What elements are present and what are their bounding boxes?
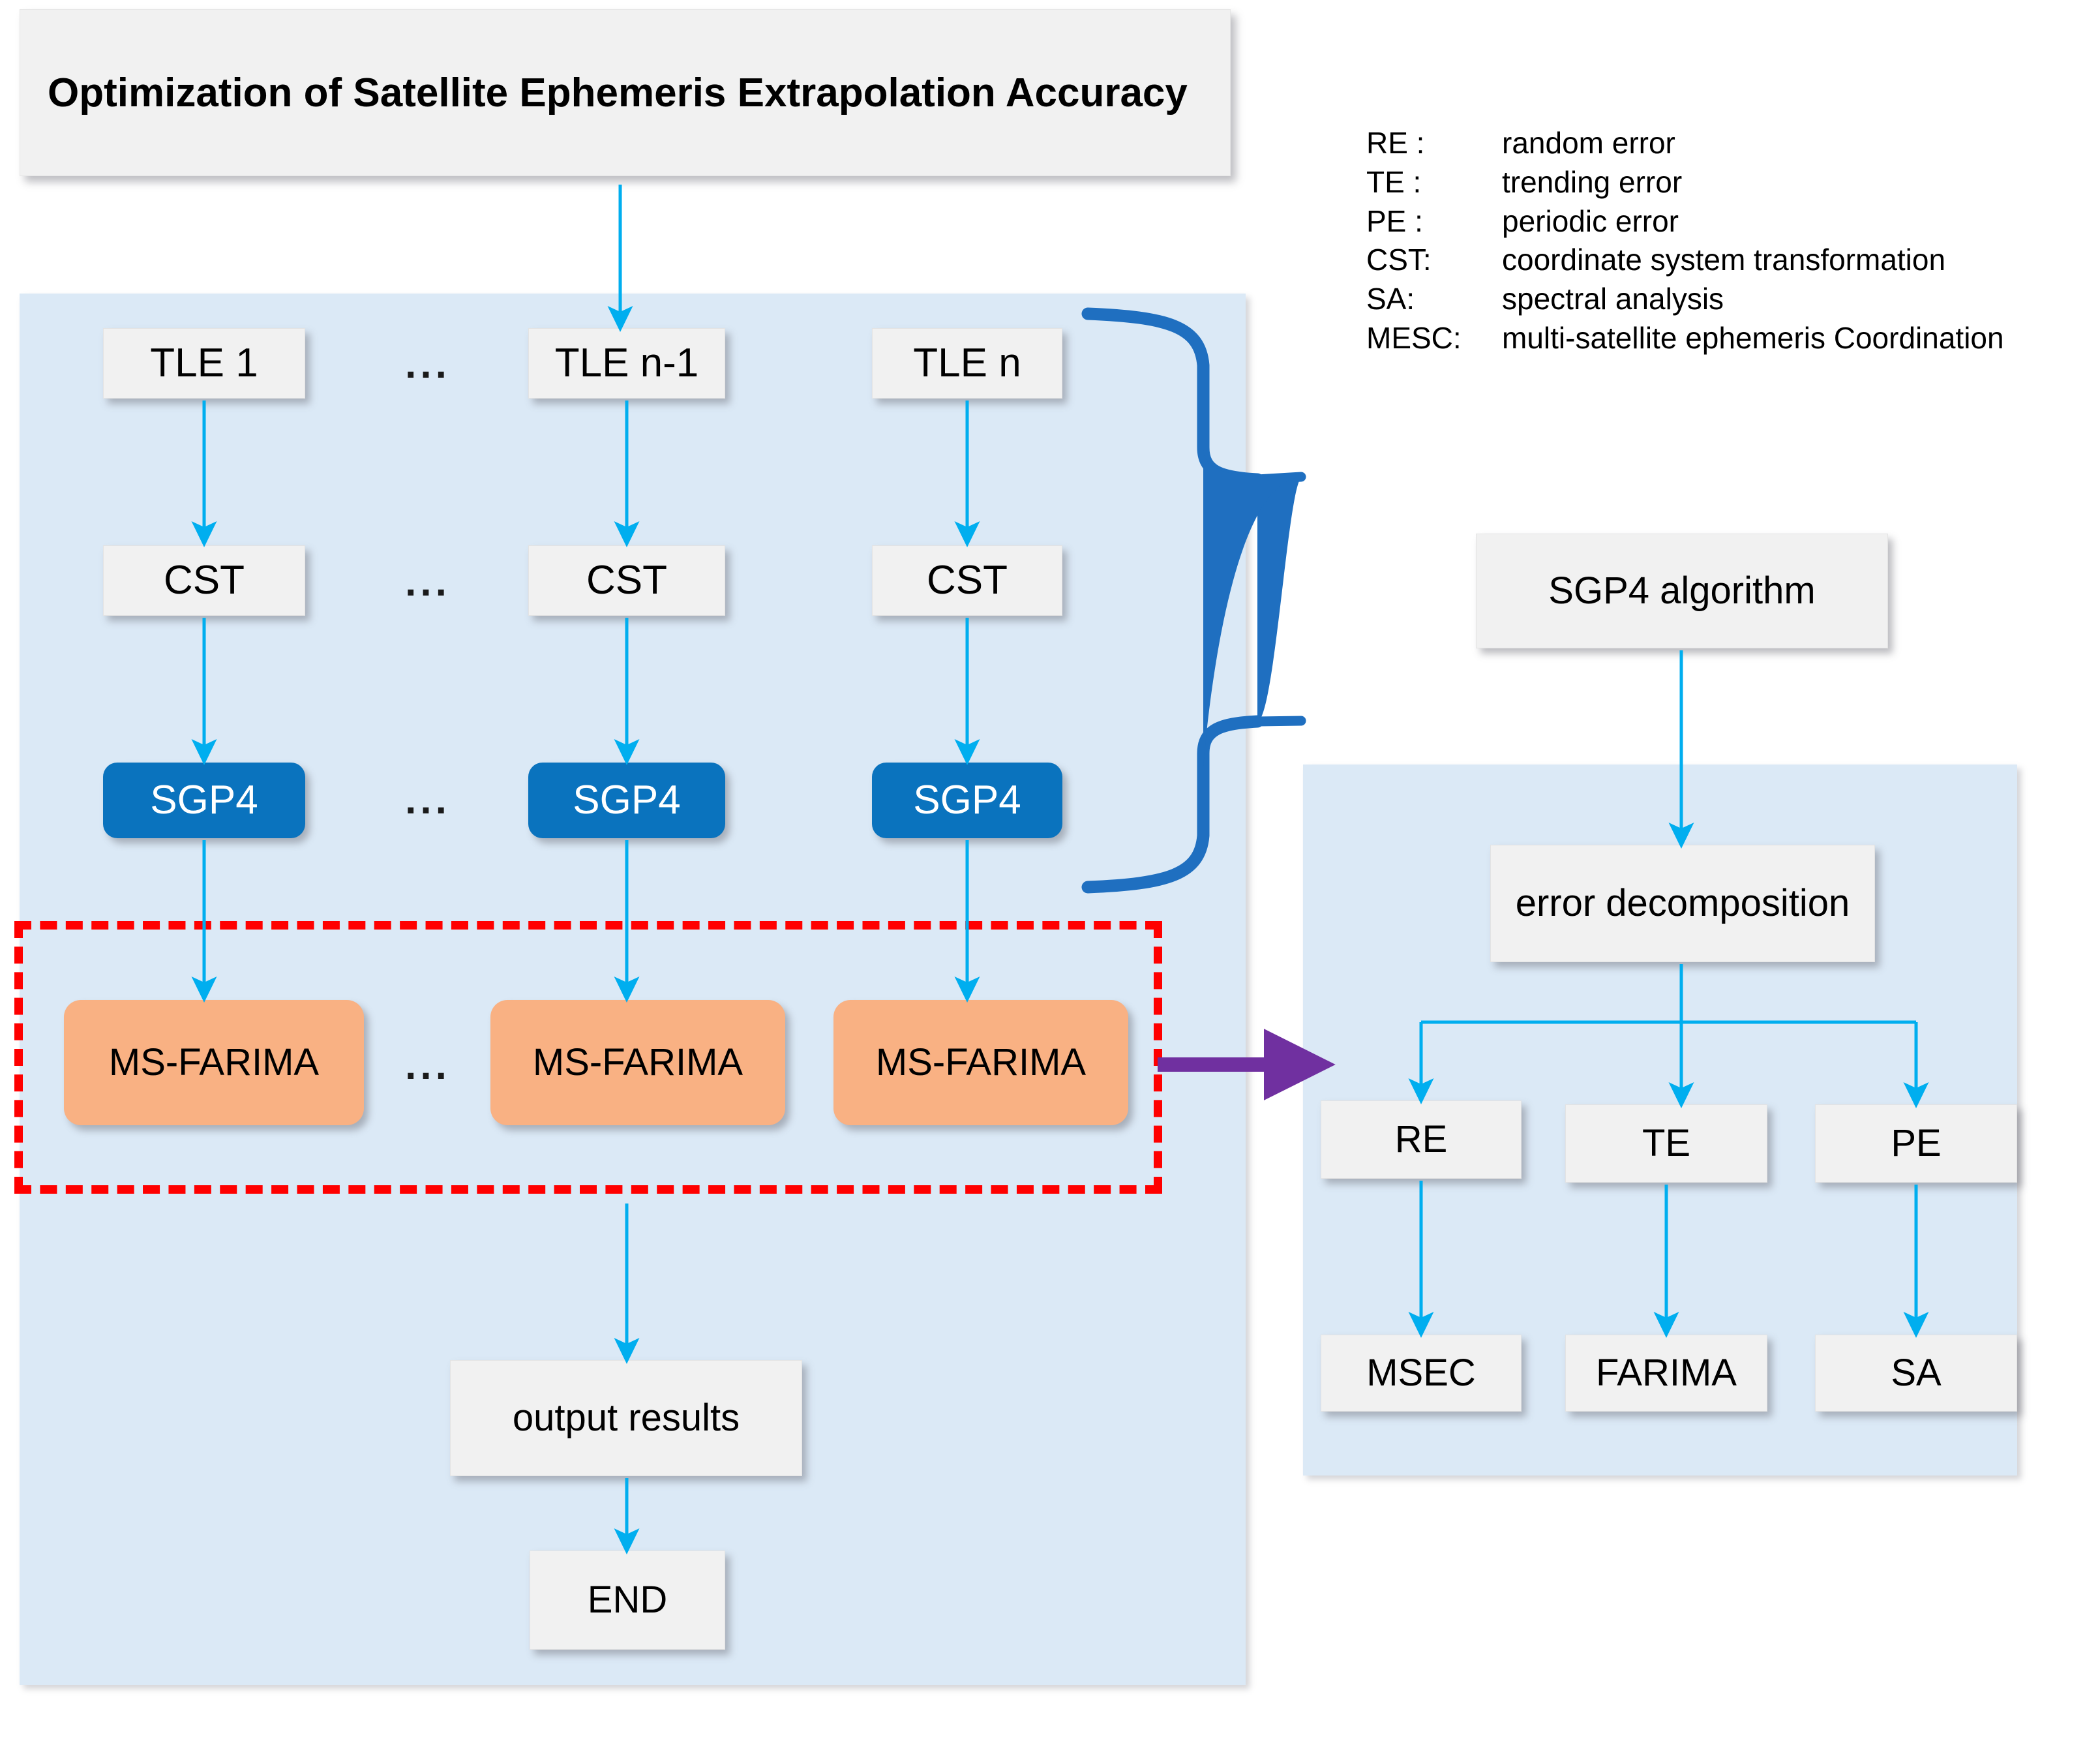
node-label: CST bbox=[586, 558, 667, 603]
node-tle-n[interactable]: TLE n bbox=[872, 328, 1062, 399]
node-label: TE bbox=[1642, 1121, 1691, 1164]
node-label: TLE n bbox=[913, 341, 1021, 386]
legend-desc: coordinate system transformation bbox=[1502, 243, 1946, 277]
legend-abbr: MESC: bbox=[1366, 320, 1462, 355]
node-cst-1[interactable]: CST bbox=[103, 545, 305, 616]
ellipsis-cst-row: ... bbox=[405, 560, 451, 605]
node-sgp4-n[interactable]: SGP4 bbox=[872, 763, 1062, 838]
node-label: PE bbox=[1891, 1121, 1942, 1164]
node-label: MS-FARIMA bbox=[875, 1040, 1087, 1083]
node-label: RE bbox=[1394, 1117, 1448, 1160]
node-error-decomposition[interactable]: error decomposition bbox=[1490, 845, 1875, 962]
node-error-type-pe[interactable]: PE bbox=[1815, 1104, 2017, 1183]
ellipsis-farima-row: ... bbox=[405, 1043, 451, 1088]
node-tle-1[interactable]: TLE 1 bbox=[103, 328, 305, 399]
legend-desc: random error bbox=[1502, 126, 1675, 160]
node-label: CST bbox=[164, 558, 245, 603]
ellipsis-tle-row: ... bbox=[405, 342, 451, 387]
node-ms-farima-n[interactable]: MS-FARIMA bbox=[833, 1000, 1128, 1125]
node-method-msec[interactable]: MSEC bbox=[1321, 1335, 1522, 1412]
page-title: Optimization of Satellite Ephemeris Extr… bbox=[48, 70, 1188, 115]
node-end[interactable]: END bbox=[530, 1551, 725, 1650]
node-sgp4-1[interactable]: SGP4 bbox=[103, 763, 305, 838]
node-label: MS-FARIMA bbox=[108, 1040, 320, 1083]
legend-item-mesc: MESC: multi-satellite ephemeris Coordina… bbox=[1366, 319, 2004, 358]
legend-item-sa: SA: spectral analysis bbox=[1366, 280, 2004, 319]
node-label: MSEC bbox=[1366, 1351, 1476, 1394]
node-label: TLE n-1 bbox=[554, 341, 699, 386]
highlight-region-ms-farima bbox=[14, 921, 1162, 1194]
node-label: MS-FARIMA bbox=[532, 1040, 743, 1083]
ellipsis-sgp4-row: ... bbox=[405, 778, 451, 823]
legend: RE : random error TE : trending error PE… bbox=[1366, 124, 2004, 358]
legend-item-re: RE : random error bbox=[1366, 124, 2004, 163]
legend-abbr: CST: bbox=[1366, 243, 1432, 277]
legend-desc: trending error bbox=[1502, 164, 1683, 199]
node-output-results[interactable]: output results bbox=[450, 1360, 802, 1476]
node-label: SGP4 bbox=[913, 778, 1021, 823]
legend-desc: spectral analysis bbox=[1502, 282, 1724, 316]
node-label: SGP4 bbox=[573, 778, 681, 823]
legend-abbr: RE : bbox=[1366, 126, 1425, 160]
node-ms-farima-n-1[interactable]: MS-FARIMA bbox=[490, 1000, 785, 1125]
node-label: END bbox=[587, 1578, 668, 1621]
node-error-type-re[interactable]: RE bbox=[1321, 1100, 1522, 1179]
node-cst-n[interactable]: CST bbox=[872, 545, 1062, 616]
legend-desc: multi-satellite ephemeris Coordination bbox=[1502, 320, 2004, 355]
node-label: error decomposition bbox=[1515, 881, 1850, 924]
legend-item-cst: CST: coordinate system transformation bbox=[1366, 241, 2004, 280]
legend-item-pe: PE : periodic error bbox=[1366, 202, 2004, 241]
node-label: SGP4 bbox=[150, 778, 258, 823]
node-label: output results bbox=[512, 1396, 740, 1439]
node-label: SA bbox=[1891, 1351, 1942, 1394]
node-cst-n-1[interactable]: CST bbox=[528, 545, 725, 616]
node-label: FARIMA bbox=[1596, 1351, 1737, 1394]
legend-desc: periodic error bbox=[1502, 204, 1679, 238]
legend-abbr: PE : bbox=[1366, 204, 1423, 238]
node-label: SGP4 algorithm bbox=[1548, 569, 1816, 612]
node-ms-farima-1[interactable]: MS-FARIMA bbox=[64, 1000, 364, 1125]
node-method-farima[interactable]: FARIMA bbox=[1565, 1335, 1767, 1412]
legend-item-te: TE : trending error bbox=[1366, 163, 2004, 202]
node-method-sa[interactable]: SA bbox=[1815, 1335, 2017, 1412]
node-error-type-te[interactable]: TE bbox=[1565, 1104, 1767, 1183]
node-label: CST bbox=[927, 558, 1008, 603]
diagram-title-box: Optimization of Satellite Ephemeris Extr… bbox=[20, 9, 1231, 176]
node-tle-n-1[interactable]: TLE n-1 bbox=[528, 328, 725, 399]
legend-abbr: SA: bbox=[1366, 282, 1415, 316]
node-sgp4-n-1[interactable]: SGP4 bbox=[528, 763, 725, 838]
legend-abbr: TE : bbox=[1366, 164, 1422, 199]
node-sgp4-algorithm[interactable]: SGP4 algorithm bbox=[1476, 534, 1888, 648]
node-label: TLE 1 bbox=[150, 341, 258, 386]
